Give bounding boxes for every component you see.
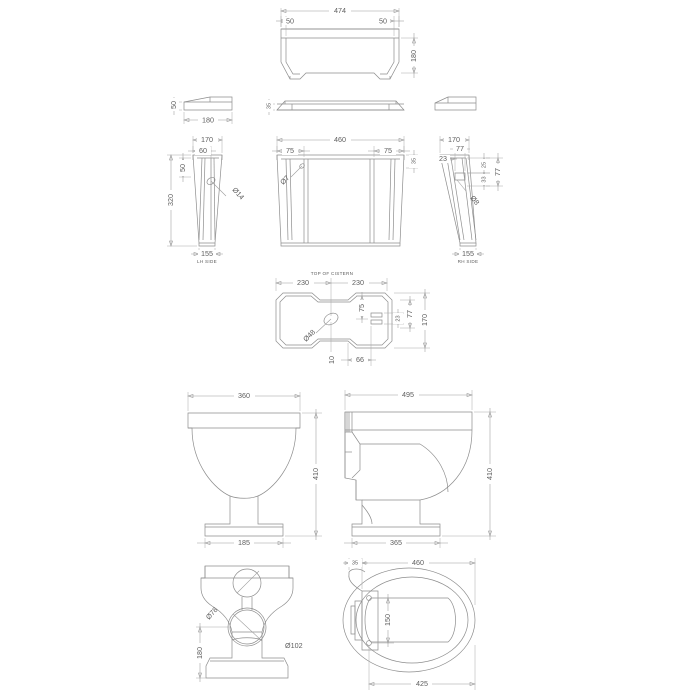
dim-cistern-body-top-thickness: 35	[411, 158, 417, 164]
dim-pan-rear-upper-dia: Ø78	[204, 605, 220, 621]
dim-rh-side-33: 33	[481, 176, 487, 182]
dim-cistern-front-width: 474	[334, 6, 346, 15]
label-top-of-cistern: TOP OF CISTERN	[311, 271, 354, 276]
dim-pan-side-height: 410	[485, 468, 494, 480]
view-lh-side: Ø14 170 60 50 320	[166, 135, 246, 264]
dim-seat-length: 460	[412, 558, 424, 567]
view-cistern-front: 474 50 50 180	[276, 4, 419, 80]
view-pan-side: 495 410 365	[344, 390, 496, 548]
dim-seat-hinge-spacing: 150	[383, 614, 392, 626]
view-lid-side: 50 180	[169, 96, 233, 124]
view-seat-plan: 35 460 150 425	[342, 558, 476, 690]
dim-cistern-front-height: 180	[409, 50, 418, 62]
dim-lh-side-hole-drop: 50	[178, 164, 187, 172]
dim-cistern-body-right-inset: 75	[384, 146, 392, 155]
view-pan-front: 360 410 185	[187, 391, 322, 548]
dim-pan-side-length: 495	[402, 390, 414, 399]
dim-top-cistern-hole-dia: Ø48	[301, 328, 317, 344]
dim-lid-front-thickness: 35	[266, 103, 272, 109]
view-top-of-cistern: TOP OF CISTERN Ø48 230 230 75	[275, 271, 430, 368]
view-lid-front: 35	[264, 99, 405, 115]
dim-top-cistern-right-half: 230	[352, 278, 364, 287]
dim-rh-side-offset-77: 77	[456, 144, 464, 153]
dim-lh-side-top-width: 170	[201, 135, 213, 144]
dim-cistern-front-inset-right: 50	[379, 16, 387, 25]
dim-cistern-body-width: 460	[334, 135, 346, 144]
label-lh-side: LH SIDE	[197, 259, 217, 264]
dim-pan-front-height: 410	[311, 468, 320, 480]
view-cistern-body-front: Ø7 460 75 75 35	[272, 135, 419, 247]
dim-top-cistern-77: 77	[405, 310, 414, 318]
dim-top-cistern-left-half: 230	[297, 278, 309, 287]
dim-seat-width: 425	[416, 679, 428, 688]
dim-pan-front-base-width: 185	[238, 538, 250, 547]
dim-seat-hinge-offset: 35	[352, 560, 358, 566]
dim-lh-side-base-width: 155	[201, 249, 213, 258]
view-pan-rear: Ø78 Ø102 180	[195, 565, 303, 682]
dim-cistern-front-inset-left: 50	[286, 16, 294, 25]
dim-top-cistern-75: 75	[357, 304, 366, 312]
dim-top-cistern-depth: 170	[420, 314, 429, 326]
dim-rh-side-base-width: 155	[462, 249, 474, 258]
dim-pan-rear-lower-dia: Ø102	[285, 641, 303, 650]
dim-cistern-body-hole-dia: Ø7	[278, 173, 291, 186]
dim-pan-front-width: 360	[238, 391, 250, 400]
view-lid-right	[434, 96, 477, 111]
dim-pan-side-base-length: 365	[390, 538, 402, 547]
dim-lh-side-height: 320	[166, 194, 175, 206]
dim-rh-side-25: 25	[481, 162, 487, 168]
dim-top-cistern-66: 66	[356, 355, 364, 364]
dim-top-cistern-23: 23	[395, 315, 401, 321]
view-rh-side: Ø8 170 77 23 25	[436, 135, 503, 264]
dim-top-cistern-10: 10	[327, 356, 336, 364]
dim-rh-side-77: 77	[493, 168, 502, 176]
dim-cistern-body-left-inset: 75	[286, 146, 294, 155]
dim-rh-side-top-width: 170	[448, 135, 460, 144]
label-rh-side: RH SIDE	[458, 259, 479, 264]
dim-rh-side-offset-23: 23	[439, 154, 447, 163]
dim-lid-side-depth: 180	[202, 115, 214, 124]
dim-lh-side-hole-offset: 60	[199, 146, 207, 155]
dim-lh-side-hole-dia: Ø14	[231, 185, 247, 201]
dim-lid-side-height: 50	[169, 101, 178, 109]
dim-pan-rear-height: 180	[195, 647, 204, 659]
